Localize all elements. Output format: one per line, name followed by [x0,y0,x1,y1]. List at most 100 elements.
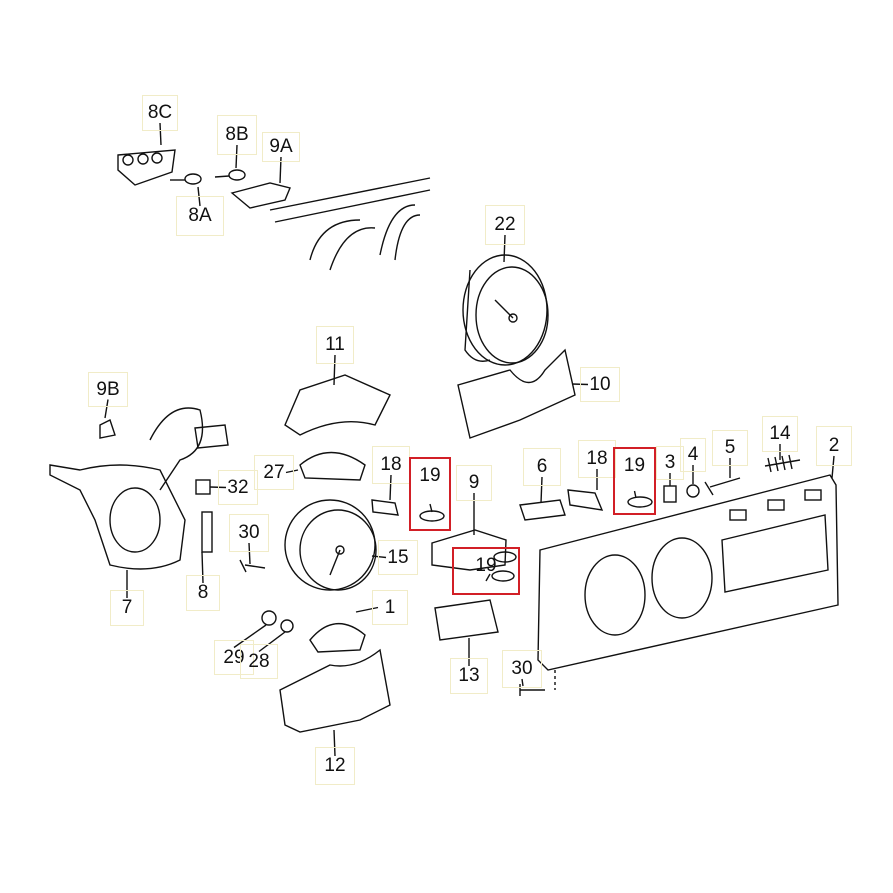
part-30-screw [239,559,266,573]
part-9b-wiring-harness [99,407,229,491]
leader-line [389,474,392,501]
part-3-clip [663,485,677,503]
callout-label: 22 [494,214,516,235]
callout-label: 8C [147,102,173,123]
part-1-gauge [309,622,366,653]
callout-label: 6 [536,456,548,477]
leader-line [503,234,506,263]
callout-part-8c[interactable]: 8C [142,95,178,131]
callout-part-22[interactable]: 22 [485,205,525,245]
callout-part-19-highlighted[interactable]: 19 [452,547,520,595]
part-19-bulb-right [627,496,653,508]
callout-part-1[interactable]: 1 [372,590,408,625]
callout-label: 30 [238,522,260,543]
callout-part-8b[interactable]: 8B [217,115,257,155]
callout-label: 27 [263,461,285,483]
leader-line [521,678,524,687]
callout-part-9a[interactable]: 9A [262,132,300,162]
leader-line [201,551,204,584]
dashboard-outline [269,177,431,271]
callout-part-2[interactable]: 2 [816,426,852,466]
callout-part-18[interactable]: 18 [578,440,616,478]
part-13-connector [434,599,499,641]
callout-label: 11 [325,334,345,355]
callout-part-12[interactable]: 12 [315,747,355,785]
callout-label: 7 [121,597,133,618]
leader-line [258,631,286,653]
callout-part-6[interactable]: 6 [523,448,561,486]
callout-part-28[interactable]: 28 [240,644,278,679]
callout-part-32[interactable]: 32 [218,470,258,505]
callout-part-9b[interactable]: 9B [88,372,128,407]
part-18-bulb-holder-right [567,489,604,511]
callout-part-19-highlighted[interactable]: 19 [613,447,656,515]
leader-line [159,122,162,146]
callout-part-8a[interactable]: 8A [176,196,224,236]
part-18-bulb-holder [371,499,399,516]
part-6-connector [519,499,566,521]
part-14-spring [764,454,801,473]
callout-label: 4 [687,444,699,465]
part-8b-bulb [214,169,246,181]
callout-part-5[interactable]: 5 [712,430,748,466]
callout-part-8[interactable]: 8 [186,575,220,611]
part-8-bracket [201,511,213,553]
callout-part-30[interactable]: 30 [502,650,542,688]
leader-line [333,354,336,386]
part-15-gauge [284,499,377,591]
callout-label: 18 [586,448,608,469]
callout-label: 14 [769,423,791,444]
leader-line [540,476,543,504]
callout-part-13[interactable]: 13 [450,658,488,694]
callout-label: 30 [511,658,533,679]
callout-part-4[interactable]: 4 [680,438,706,472]
part-32-connector [195,479,211,495]
callout-part-3[interactable]: 3 [656,446,684,480]
callout-part-27[interactable]: 27 [254,455,294,490]
callout-part-7[interactable]: 7 [110,590,144,626]
part-12-circuit-board [279,648,391,733]
part-10-circuit-board [457,348,576,439]
callout-part-15[interactable]: 15 [378,540,418,575]
callout-label: 32 [227,476,249,498]
leader-line [831,455,835,479]
callout-label: 19 [623,455,646,476]
callout-label: 18 [380,454,402,475]
leader-line [355,606,379,613]
callout-label: 3 [664,452,676,473]
part-29-nut [261,610,277,626]
part-9a-switch [230,182,291,209]
leader-line [333,729,336,757]
callout-part-10[interactable]: 10 [580,367,620,402]
callout-part-11[interactable]: 11 [316,326,354,364]
callout-label: 2 [828,435,840,456]
callout-label: 1 [384,596,396,618]
callout-label: 15 [387,546,409,568]
callout-label: 29 [223,646,245,668]
part-2-instrument-panel [537,474,839,671]
callout-part-9[interactable]: 9 [456,465,492,501]
callout-label: 13 [458,665,480,686]
callout-part-19-highlighted[interactable]: 19 [409,457,451,531]
callout-label: 9 [468,472,480,493]
callout-part-18[interactable]: 18 [372,446,410,484]
callout-label: 10 [589,373,611,395]
part-4-washer [686,484,700,498]
callout-label: 8 [197,582,209,603]
callout-label: 9B [96,378,120,400]
callout-label: 8A [188,205,212,226]
callout-label: 8B [225,124,249,145]
part-19-bulbs-pair [491,551,517,582]
callout-part-30[interactable]: 30 [229,514,269,552]
leader-line [248,542,251,565]
part-9-switch [431,529,507,571]
part-7-mounting-plate [49,464,186,570]
part-11-circuit-board [284,374,391,436]
part-8c-switch-panel [117,149,176,186]
callout-part-14[interactable]: 14 [762,416,798,452]
part-22-tachometer [462,254,549,366]
callout-part-29[interactable]: 29 [214,640,254,675]
leader-line [104,399,109,419]
